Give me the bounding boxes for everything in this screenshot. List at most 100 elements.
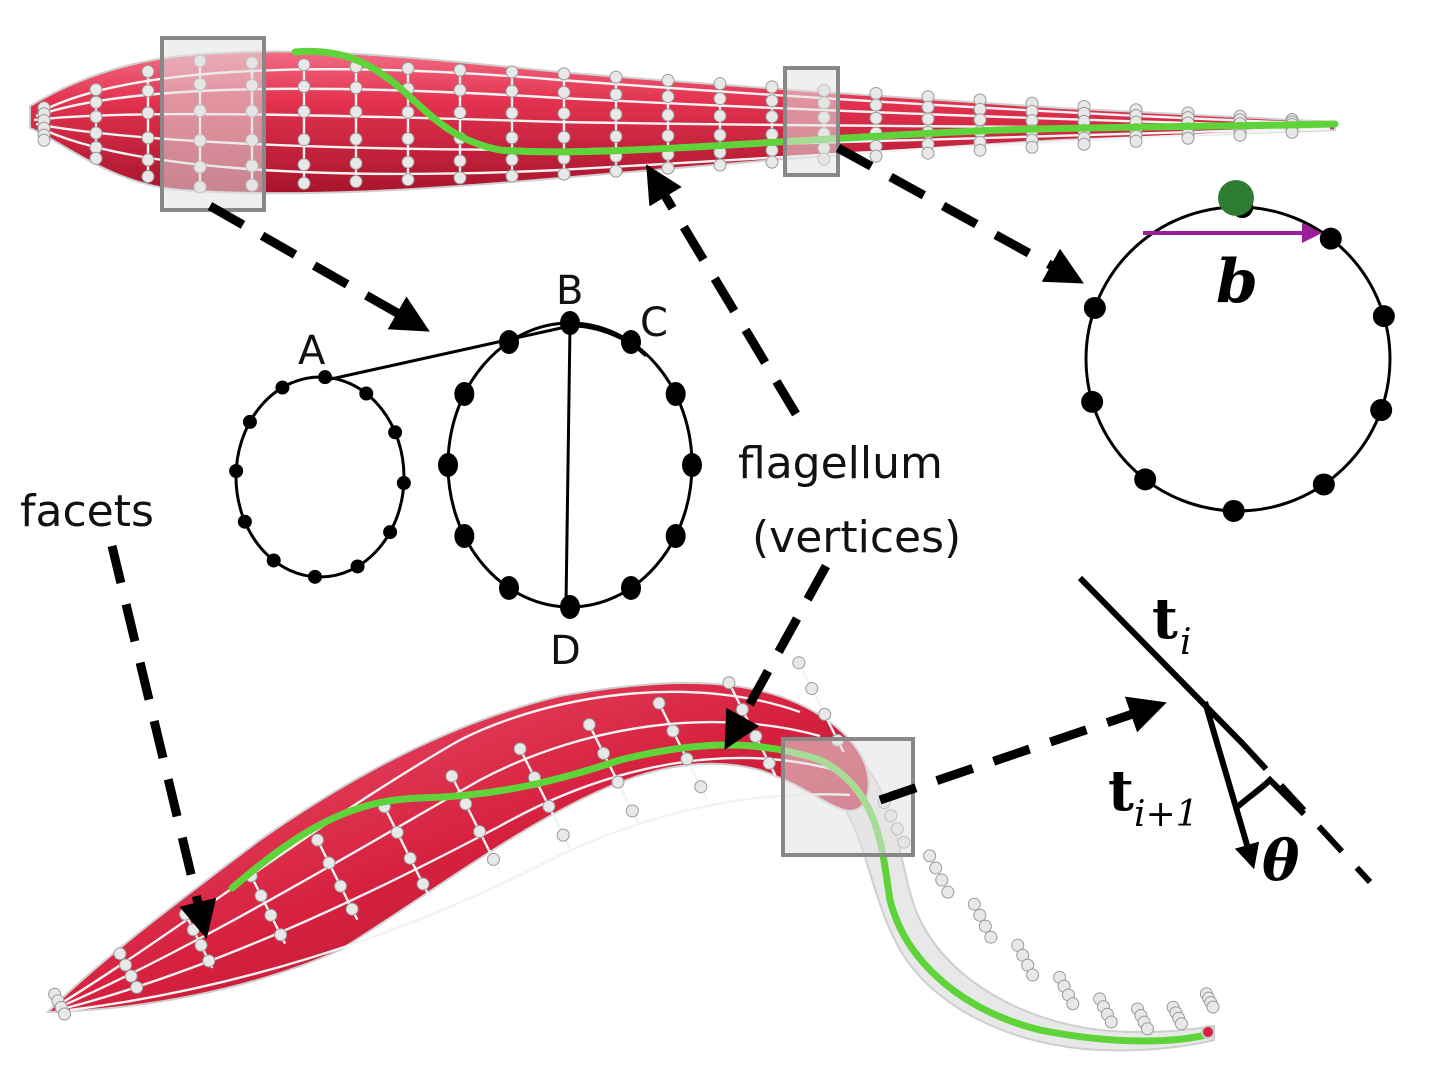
ring-vertex: [242, 414, 257, 429]
mesh-vertex: [1104, 1015, 1118, 1029]
mesh-vertex: [401, 132, 415, 146]
label-vertices: (vertices): [752, 512, 961, 563]
label-vector-b: b: [1216, 247, 1258, 317]
label-facets: facets: [20, 486, 154, 537]
mesh-vertex: [609, 130, 623, 144]
ring-vertex: [665, 382, 686, 406]
arrow-flagellum-to-bent: [724, 563, 830, 750]
ring-vertex: [1083, 296, 1106, 319]
mesh-vertex: [349, 132, 363, 146]
mesh-vertex: [792, 656, 806, 670]
mesh-vertex: [967, 897, 981, 911]
mesh-vertex: [1174, 1017, 1188, 1031]
ring-vertex: [499, 575, 519, 600]
mesh-vertex: [113, 947, 127, 961]
mesh-vertex: [978, 919, 992, 933]
ring-vertex: [665, 524, 686, 548]
mesh-vertex: [401, 173, 415, 187]
mesh-vertex: [722, 676, 736, 690]
mesh-vertex: [749, 729, 763, 743]
mesh-vertex: [297, 80, 311, 94]
tangent-i-line: [1077, 575, 1246, 747]
mesh-vertex: [297, 158, 311, 172]
bent-tail-tip: [1201, 1025, 1215, 1039]
mesh-vertex: [513, 742, 527, 756]
mesh-vertex: [486, 852, 500, 866]
facet-cross-sections: A B C D: [229, 268, 702, 674]
mesh-vertex: [661, 108, 675, 122]
mesh-vertex: [401, 105, 415, 119]
mesh-vertex: [1140, 1022, 1154, 1036]
edge-a-b: [321, 324, 571, 383]
straight-flagellum: [291, 47, 1339, 156]
small-ring: [234, 375, 406, 579]
arrow-facets-to-bent: [107, 544, 217, 940]
mesh-vertex: [557, 67, 571, 81]
mesh-vertex: [202, 954, 216, 968]
mesh-vertex: [765, 110, 779, 124]
ring-vertex: [621, 575, 641, 600]
arc-b-c: [571, 324, 648, 358]
mesh-vertex: [89, 126, 103, 140]
mesh-vertex: [401, 61, 415, 75]
mesh-vertex: [322, 856, 336, 870]
mesh-vertex: [459, 797, 473, 811]
flagellum-vertex-marker: [1218, 180, 1254, 216]
mesh-vertex: [597, 746, 611, 760]
ring-vertex: [499, 330, 519, 355]
mesh-vertex: [973, 113, 987, 127]
ring-vertex: [388, 425, 403, 440]
label-d: D: [550, 628, 581, 674]
mesh-vertex: [505, 131, 519, 145]
mesh-vertex: [89, 141, 103, 155]
mesh-vertex: [390, 825, 404, 839]
mesh-vertex: [453, 154, 467, 168]
mesh-vertex: [666, 724, 680, 738]
mesh-vertex: [1181, 131, 1195, 145]
mesh-vertex: [453, 171, 467, 185]
mesh-vertex: [473, 825, 487, 839]
arrow-bent-box-to-tangent: [878, 696, 1167, 805]
straight-sperm-model: [29, 36, 1339, 212]
mesh-vertex: [178, 907, 192, 921]
mesh-vertex: [921, 112, 935, 126]
mesh-vertex: [542, 799, 556, 813]
mesh-vertex: [89, 110, 103, 124]
mesh-vertex: [694, 780, 708, 794]
mesh-vertex: [557, 130, 571, 144]
ring-vertex: [229, 464, 244, 479]
mesh-vertex: [254, 889, 268, 903]
mesh-vertex: [345, 902, 359, 916]
ring-vertex: [1134, 468, 1157, 491]
ring-vertex: [1372, 305, 1395, 328]
mesh-vertex: [582, 718, 596, 732]
mesh-vertex: [141, 131, 155, 145]
mesh-vertex: [805, 682, 819, 696]
ring-vertex: [621, 330, 641, 355]
mesh-vertex: [609, 164, 623, 178]
mesh-vertex: [765, 80, 779, 94]
mesh-vertex: [818, 707, 832, 721]
ring-vertex: [1222, 499, 1245, 522]
mesh-vertex: [735, 703, 749, 717]
mesh-vertex: [929, 861, 943, 875]
mesh-vertex: [403, 851, 417, 865]
label-c: C: [640, 300, 668, 346]
bent-tail: [830, 758, 1215, 1052]
mesh-vertex: [89, 151, 103, 165]
arrow-flagellum-to-top: [646, 164, 800, 417]
mesh-vertex: [264, 908, 278, 922]
ring-vertex: [1312, 473, 1335, 496]
mesh-vertex: [765, 94, 779, 108]
mesh-vertex: [416, 877, 430, 891]
mesh-vertex: [141, 153, 155, 167]
mesh-vertex: [652, 696, 666, 710]
ring-vertex: [454, 524, 475, 548]
mesh-vertex: [869, 98, 883, 112]
mesh-vertex: [1233, 128, 1247, 142]
label-a: A: [298, 328, 326, 374]
mesh-vertex: [941, 885, 955, 899]
mesh-vertex: [713, 92, 727, 106]
ring-vertex: [307, 569, 322, 584]
mesh-vertex: [661, 90, 675, 104]
